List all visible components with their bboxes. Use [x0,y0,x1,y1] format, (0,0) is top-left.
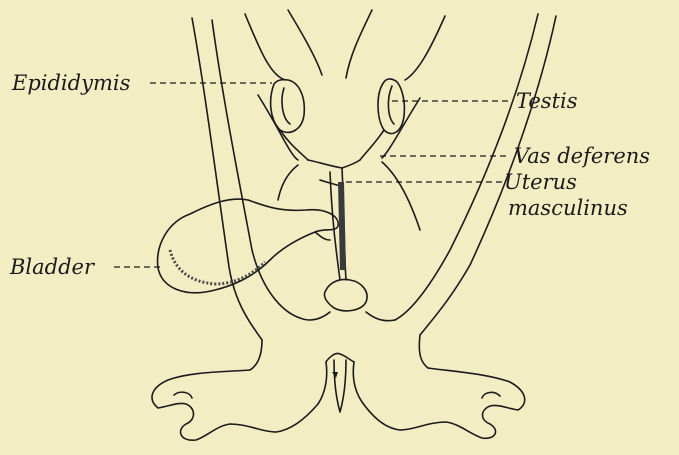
cloaca-lobes [152,353,525,440]
testis-label: Testis [516,91,578,112]
bladder-structure [158,199,339,293]
mesentery-folds [245,14,445,160]
vas-deferens-structure [278,160,420,230]
uterus-masculinus-structure [320,168,346,280]
label-leaders [114,83,510,267]
neck-region [250,279,428,370]
uterus-label: Uterus [504,172,577,193]
testis-structure [360,79,404,160]
masculinus-label: masculinus [508,198,628,219]
vas-deferens-label: Vas deferens [514,146,650,167]
body-outline [192,10,556,340]
epididymis-label: Epididymis [12,73,130,94]
bladder-label: Bladder [10,257,94,278]
